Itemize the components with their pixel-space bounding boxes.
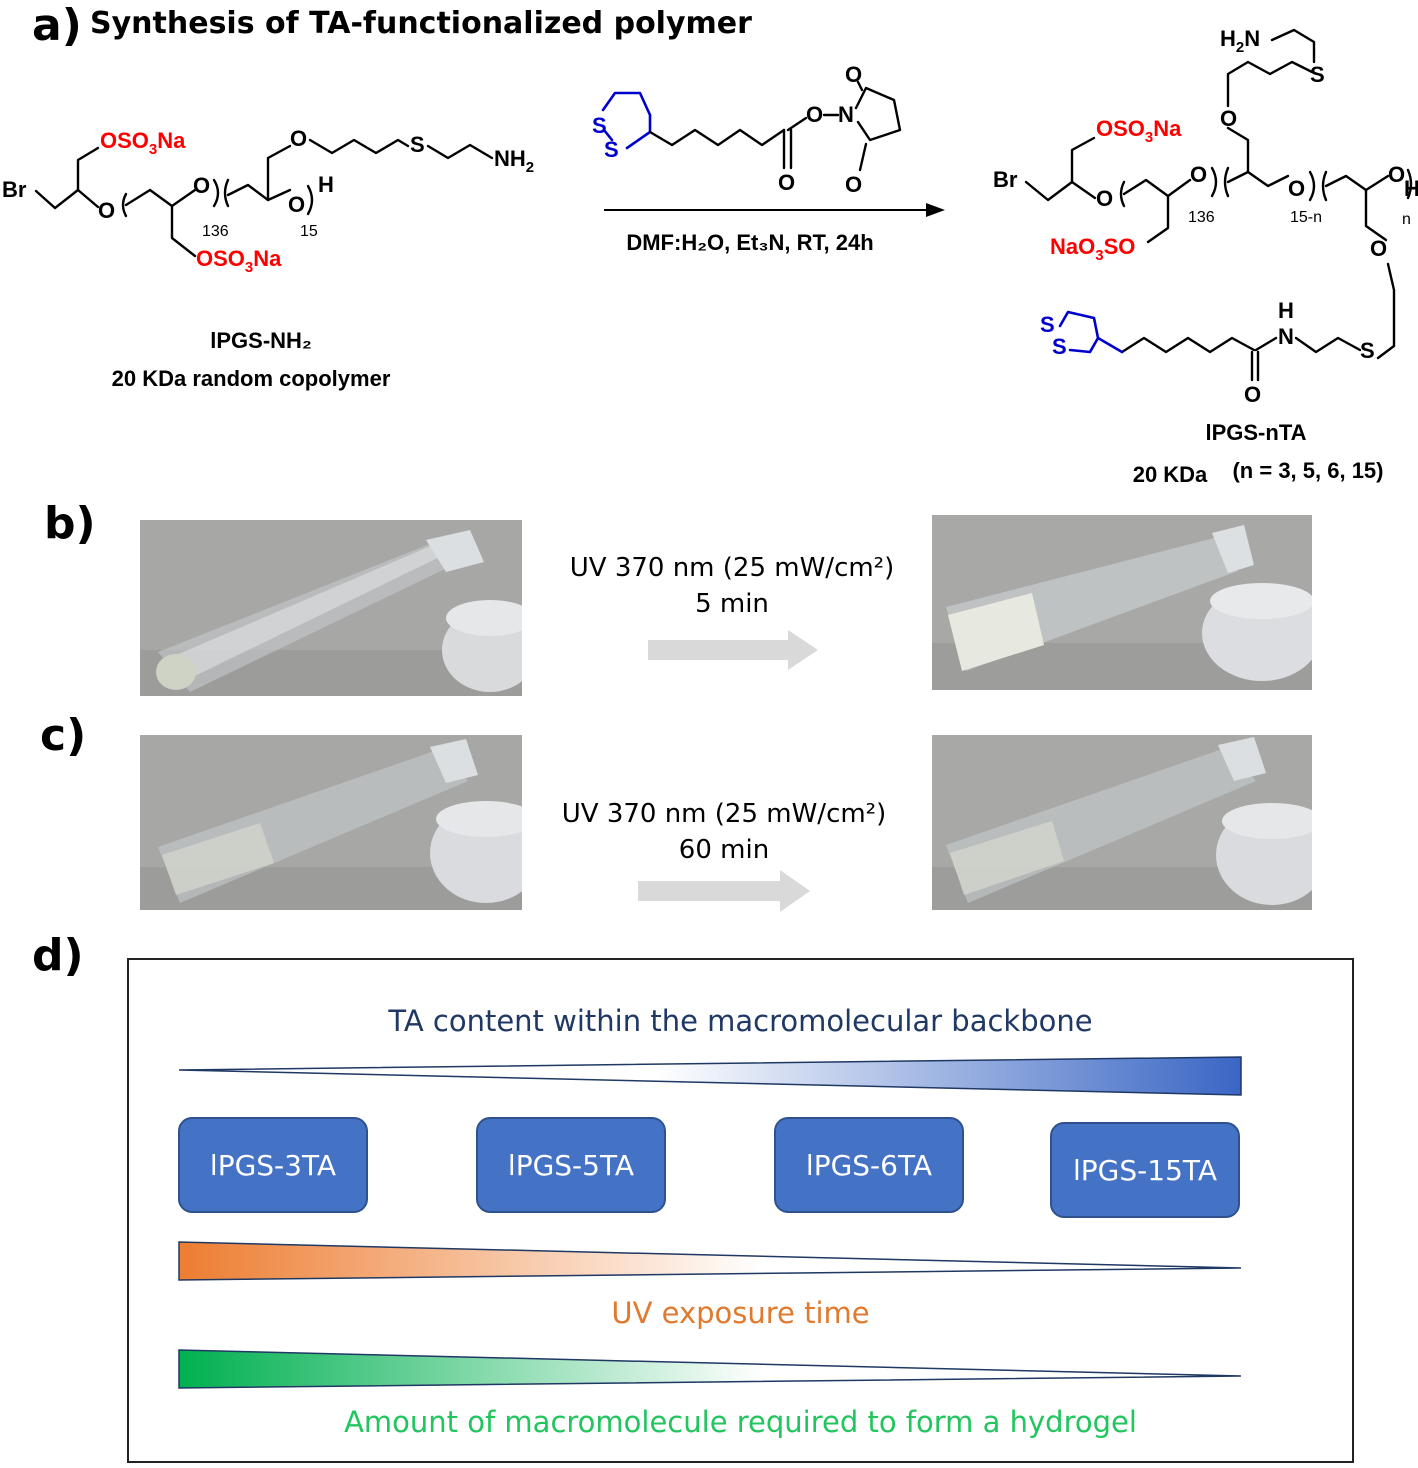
svg-text:O: O <box>1288 176 1305 201</box>
synthesis-scheme: Br OSO3Na O OSO3Na O 136 O H 15 O S NH2 … <box>2 26 1418 487</box>
svg-text:S: S <box>410 132 425 157</box>
uv-time-wedge <box>178 1241 1242 1281</box>
reactant-structure: Br OSO3Na O OSO3Na O 136 O H 15 O S NH2 <box>2 126 534 276</box>
svg-text:O: O <box>1244 382 1261 407</box>
amount-wedge <box>178 1349 1242 1389</box>
uv-time-c: 60 min <box>678 835 770 865</box>
svg-text:S: S <box>1310 62 1325 87</box>
uv-condition-c: UV 370 nm (25 mW/cm²) 60 min <box>514 796 934 868</box>
panel-c-letter: c) <box>40 710 87 761</box>
vial-photo-after-c <box>932 735 1312 910</box>
svg-text:136: 136 <box>1188 209 1215 226</box>
svg-text:n: n <box>1402 211 1411 228</box>
svg-text:O: O <box>806 102 823 127</box>
reactant-name: lPGS-NH₂ <box>210 328 311 353</box>
arrow-b <box>648 630 818 670</box>
svg-text:O: O <box>1220 106 1237 131</box>
svg-text:N: N <box>838 102 854 127</box>
svg-text:136: 136 <box>202 223 229 240</box>
uv-line1-c: UV 370 nm (25 mW/cm²) <box>561 799 887 829</box>
uv-line1-b: UV 370 nm (25 mW/cm²) <box>569 553 895 583</box>
svg-text:OSO3Na: OSO3Na <box>100 128 186 158</box>
svg-text:O: O <box>845 172 862 197</box>
svg-text:NH2: NH2 <box>494 146 534 176</box>
uv-time-b: 5 min <box>695 589 769 619</box>
ta-content-label: TA content within the macromolecular bac… <box>388 1004 1093 1038</box>
product-structure: Br OSO3Na O NaO3SO O 136 O S H2N O 15-n … <box>993 26 1418 407</box>
arrow-c <box>638 870 810 912</box>
vial-photo-before-c <box>140 735 522 910</box>
svg-text:H: H <box>1278 298 1294 323</box>
svg-text:O: O <box>1388 162 1405 187</box>
svg-text:H2N: H2N <box>1220 26 1260 56</box>
product-mw: 20 KDa <box>1133 462 1208 487</box>
svg-text:S: S <box>592 113 607 138</box>
amount-label: Amount of macromolecule required to form… <box>344 1405 1137 1439</box>
panel-b-letter: b) <box>44 498 96 549</box>
svg-text:O: O <box>193 173 210 198</box>
polymer-pill-15ta: lPGS-15TA <box>1050 1122 1240 1218</box>
reagent-structure: S S O O N O O <box>592 62 902 197</box>
panel-d-box <box>127 958 1354 1463</box>
svg-text:O: O <box>288 192 305 217</box>
svg-text:OSO3Na: OSO3Na <box>1096 116 1182 146</box>
svg-text:O: O <box>98 198 115 223</box>
svg-text:Br: Br <box>993 167 1018 192</box>
product-name: lPGS-nTA <box>1205 420 1306 445</box>
svg-text:S: S <box>1040 312 1055 337</box>
svg-text:O: O <box>845 62 862 87</box>
svg-text:H: H <box>318 172 334 197</box>
svg-text:15: 15 <box>300 223 318 240</box>
polymer-pill-5ta: lPGS-5TA <box>476 1117 666 1213</box>
svg-text:O: O <box>290 126 307 151</box>
br-atom: Br <box>2 177 27 202</box>
svg-text:O: O <box>778 170 795 195</box>
svg-text:NaO3SO: NaO3SO <box>1050 234 1135 264</box>
svg-text:S: S <box>1052 334 1067 359</box>
svg-text:N: N <box>1278 324 1294 349</box>
uv-condition-b: UV 370 nm (25 mW/cm²) 5 min <box>522 550 942 622</box>
panel-d-letter: d) <box>32 930 84 981</box>
svg-text:S: S <box>1360 338 1375 363</box>
svg-text:O: O <box>1370 236 1387 261</box>
product-n-values: (n = 3, 5, 6, 15) <box>1232 458 1383 483</box>
reactant-desc: 20 KDa random copolymer <box>112 366 391 391</box>
vial-photo-before-b <box>140 520 522 696</box>
svg-text:O: O <box>1096 186 1113 211</box>
reaction-conditions: DMF:H₂O, Et₃N, RT, 24h <box>626 230 873 255</box>
svg-text:OSO3Na: OSO3Na <box>196 246 282 276</box>
ta-content-wedge <box>178 1056 1242 1096</box>
polymer-pill-6ta: lPGS-6TA <box>774 1117 964 1213</box>
panel-a-title: Synthesis of TA-functionalized polymer <box>90 6 752 41</box>
svg-text:15-n: 15-n <box>1290 209 1322 226</box>
svg-text:S: S <box>604 137 619 162</box>
panel-a-letter: a) <box>32 0 82 51</box>
reaction-arrow-head <box>926 203 945 217</box>
svg-text:O: O <box>1190 162 1207 187</box>
vial-photo-after-b <box>932 515 1312 690</box>
polymer-pill-3ta: lPGS-3TA <box>178 1117 368 1213</box>
svg-text:H: H <box>1404 176 1418 201</box>
uv-exposure-label: UV exposure time <box>611 1296 870 1330</box>
